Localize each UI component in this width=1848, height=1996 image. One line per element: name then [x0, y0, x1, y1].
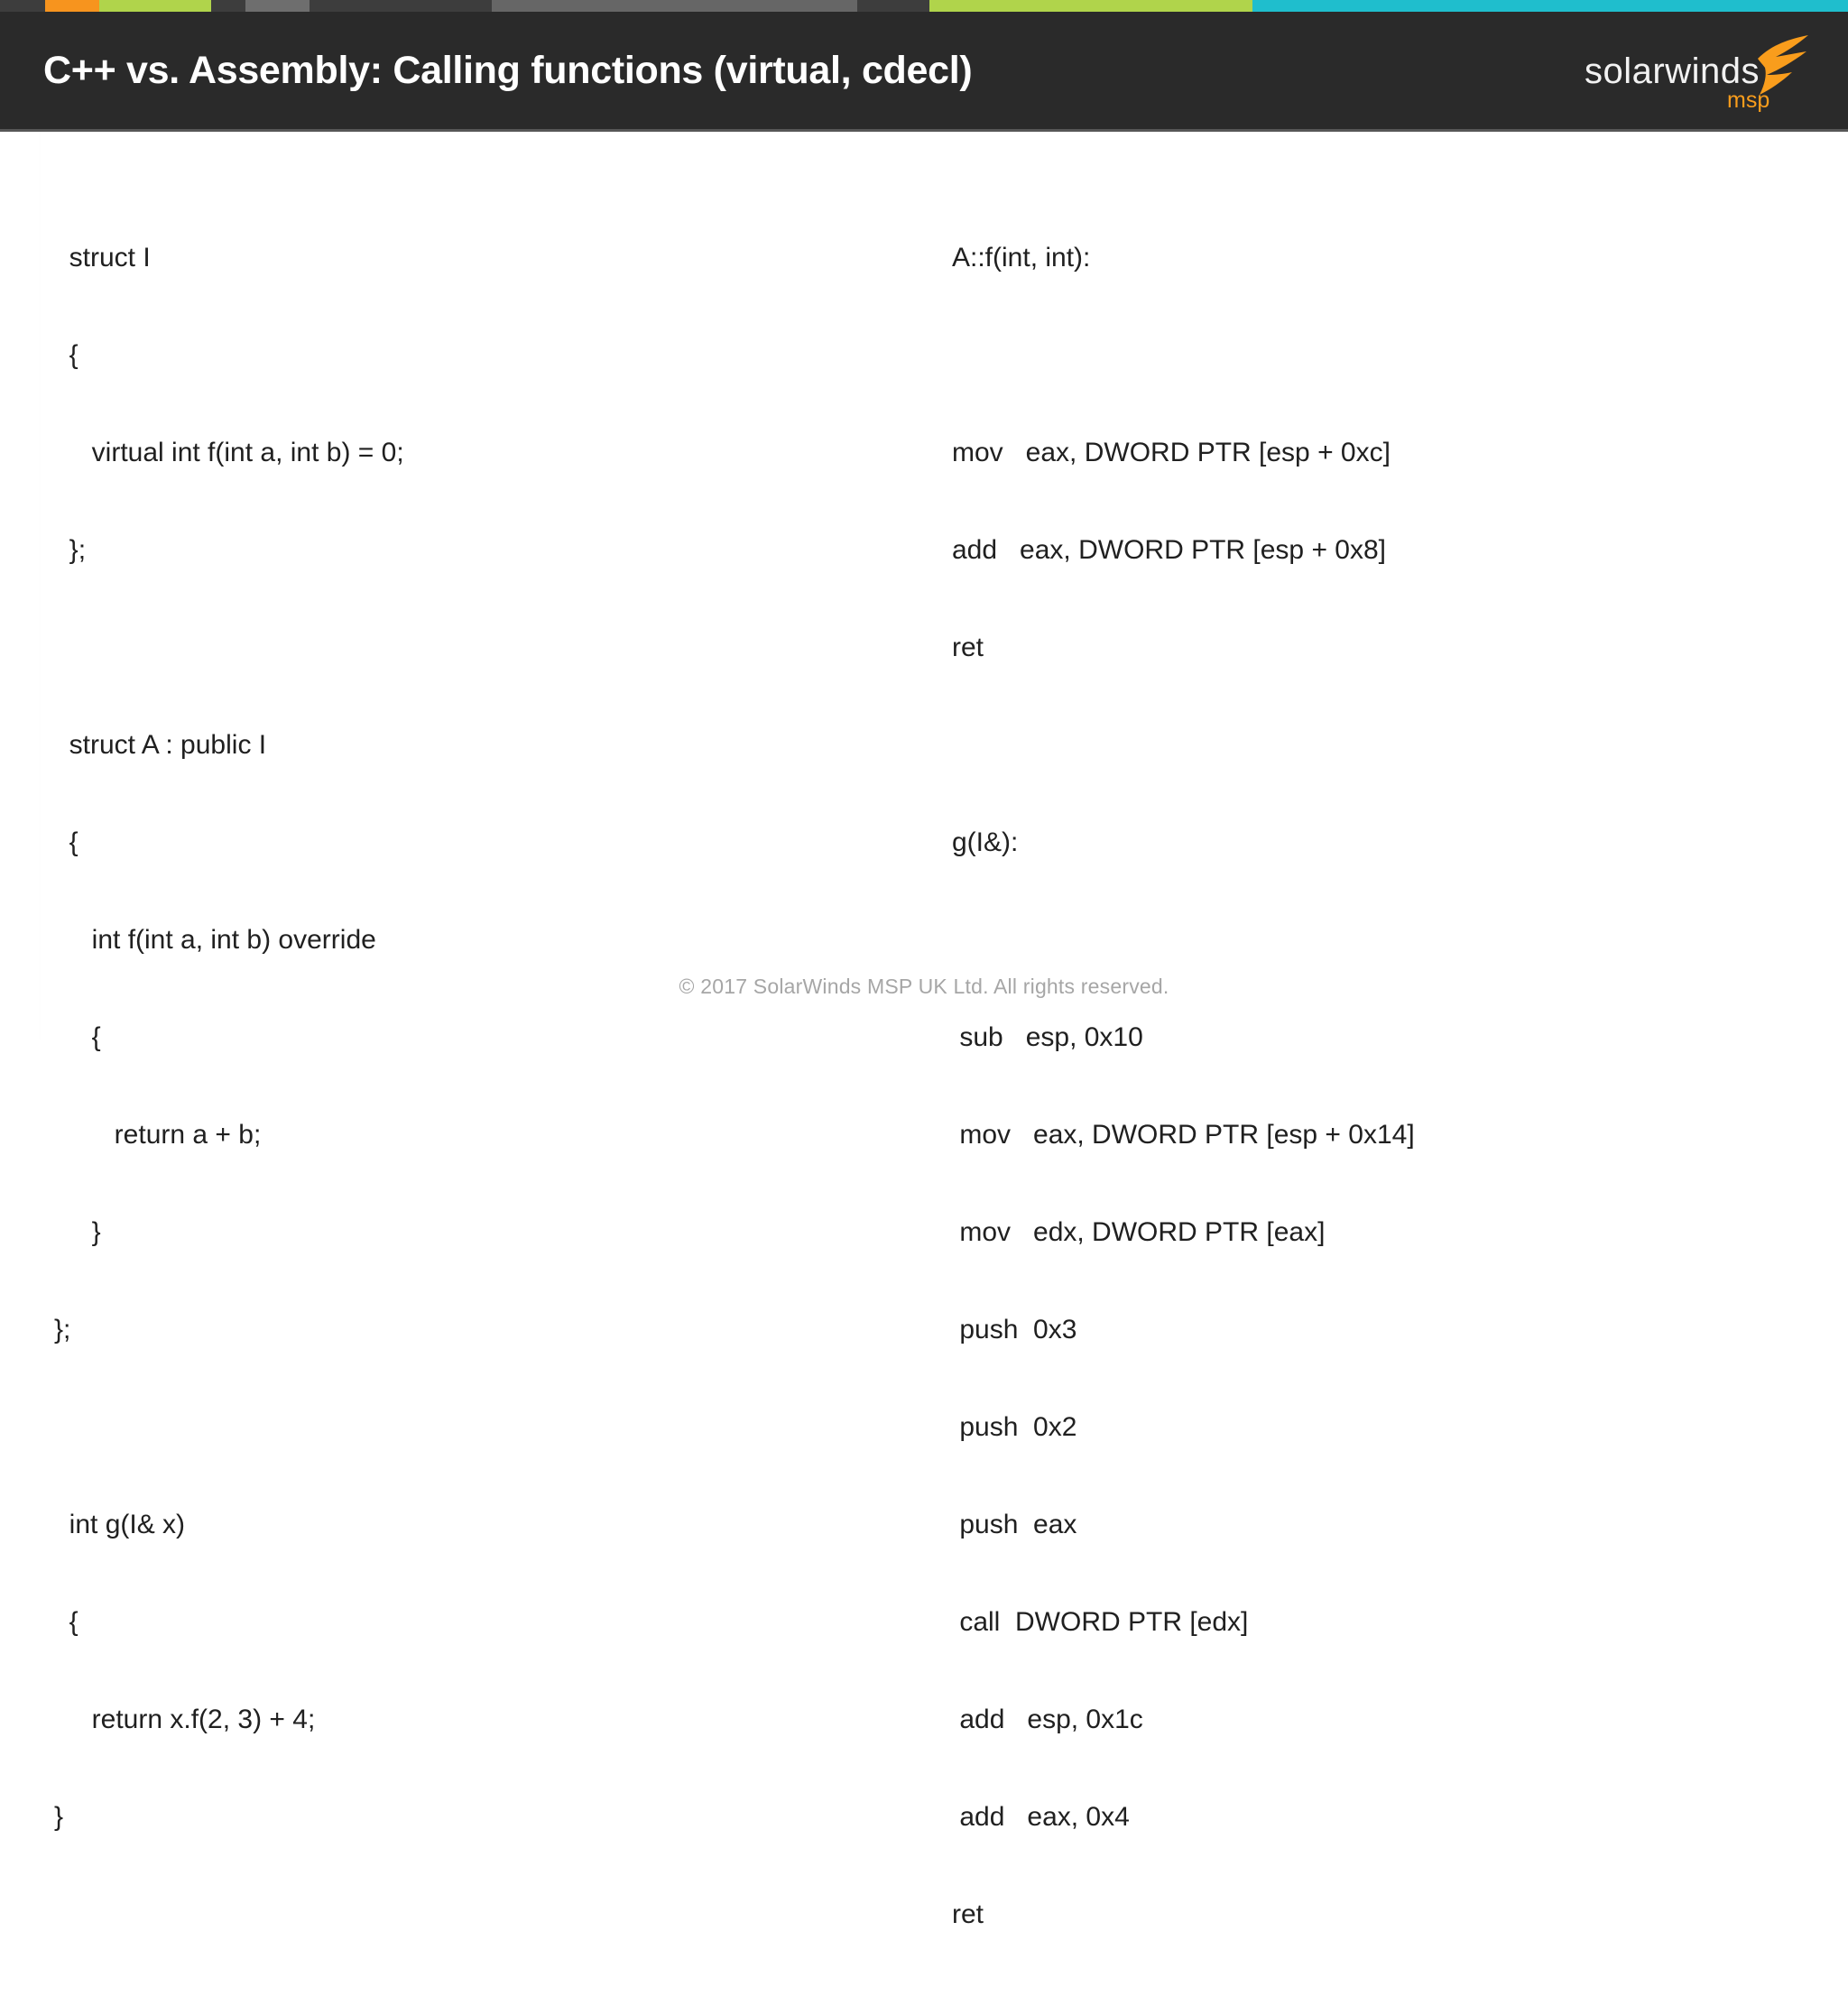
accent-segment-cyan [1252, 0, 1848, 12]
code-line: push 0x3 [952, 1315, 1077, 1345]
accent-segment-gray-wide [492, 0, 857, 12]
logo-wordmark: solarwinds [1585, 51, 1760, 91]
accent-segment-orange [45, 0, 99, 12]
code-line-blank [952, 924, 1415, 956]
accent-segment-gray-light [245, 0, 310, 12]
code-line: int g(I& x) [54, 1510, 186, 1539]
code-line: add eax, DWORD PTR [esp + 0x8] [952, 535, 1387, 565]
accent-segment-dark-3 [857, 0, 929, 12]
asm-code-block: A::f(int, int): mov eax, DWORD PTR [esp … [952, 177, 1415, 1996]
slide-header: C++ vs. Assembly: Calling functions (vir… [0, 12, 1848, 132]
code-line: sub esp, 0x10 [952, 1022, 1143, 1052]
code-line: ret [952, 1899, 984, 1929]
code-line: push eax [952, 1510, 1077, 1539]
code-line: push 0x2 [952, 1412, 1077, 1442]
code-line: mov eax, DWORD PTR [esp + 0x14] [952, 1120, 1415, 1150]
code-line: ret [952, 633, 984, 662]
accent-segment-green-wide [929, 0, 1252, 12]
code-line-blank [54, 1411, 404, 1444]
code-line: call DWORD PTR [edx] [952, 1607, 1249, 1637]
code-line: }; [54, 535, 87, 565]
code-line: mov edx, DWORD PTR [eax] [952, 1217, 1326, 1247]
page-title: C++ vs. Assembly: Calling functions (vir… [43, 49, 973, 92]
code-line: add esp, 0x1c [952, 1705, 1143, 1734]
cpp-code-block: struct I { virtual int f(int a, int b) =… [54, 177, 404, 1899]
accent-bar [0, 0, 1848, 12]
slide-body: struct I { virtual int f(int a, int b) =… [0, 132, 1848, 1929]
accent-segment-green-small [99, 0, 211, 12]
code-line: { [54, 1022, 101, 1052]
code-line: return a + b; [54, 1120, 262, 1150]
accent-segment-dark-2 [310, 0, 492, 12]
code-line: add eax, 0x4 [952, 1802, 1130, 1832]
accent-segment-dark-1 [211, 0, 245, 12]
code-line: A::f(int, int): [952, 243, 1091, 273]
code-line-blank [54, 632, 404, 664]
code-line: struct A : public I [54, 730, 267, 760]
code-line: return x.f(2, 3) + 4; [54, 1705, 316, 1734]
code-line: } [54, 1802, 64, 1832]
code-line: int f(int a, int b) override [54, 925, 376, 955]
solarwinds-flame-icon [1758, 35, 1808, 95]
code-line: mov eax, DWORD PTR [esp + 0xc] [952, 438, 1391, 467]
code-line: { [54, 340, 79, 370]
code-line: } [54, 1217, 101, 1247]
code-line-blank [952, 729, 1415, 762]
accent-segment-dark-left [0, 0, 45, 12]
page-edge [40, 132, 41, 1040]
code-line: { [54, 827, 79, 857]
code-line: }; [54, 1315, 71, 1345]
code-line: virtual int f(int a, int b) = 0; [54, 438, 404, 467]
code-line-blank [952, 339, 1415, 372]
slide: C++ vs. Assembly: Calling functions (vir… [0, 0, 1848, 1929]
code-line: struct I [54, 243, 151, 273]
copyright-footer: © 2017 SolarWinds MSP UK Ltd. All rights… [679, 975, 1169, 998]
code-line: g(I&): [952, 827, 1019, 857]
solarwinds-logo: solarwinds msp [1585, 32, 1810, 122]
code-line: { [54, 1607, 79, 1637]
